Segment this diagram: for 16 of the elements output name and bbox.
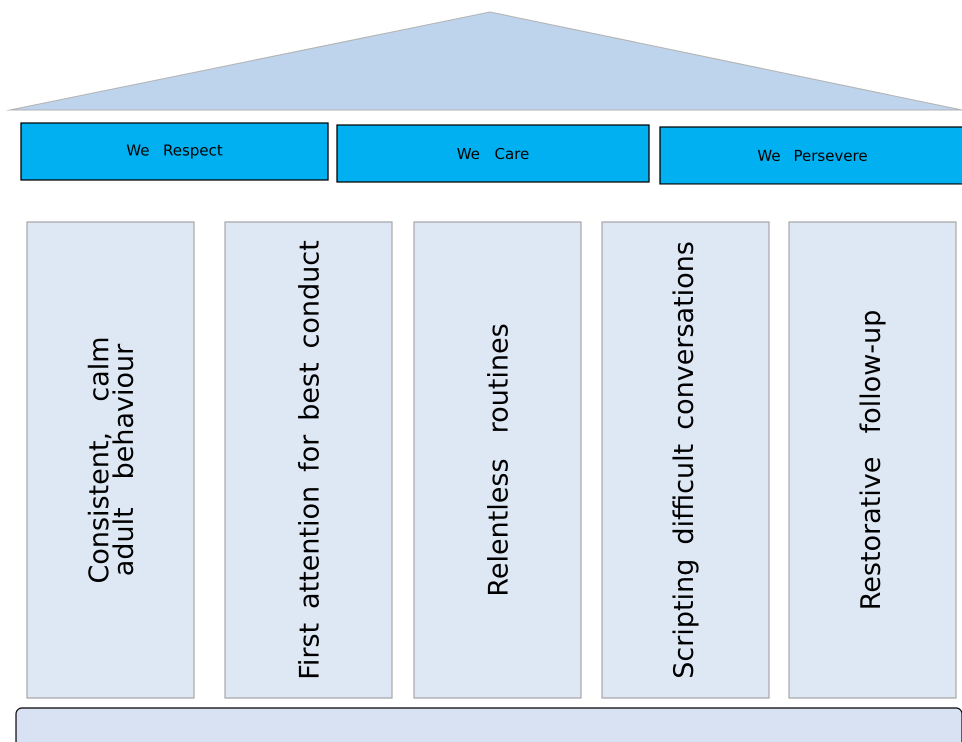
value-box	[659, 126, 962, 185]
pillar-box	[601, 221, 770, 699]
pillar-label: Restorative follow-up	[859, 311, 886, 608]
pillar-label: Relentless routines	[487, 324, 508, 594]
value-box	[336, 124, 650, 183]
box-label: We Respect	[126, 144, 222, 159]
pillar-label: Consistent, calm adult behaviour	[88, 338, 134, 582]
box-label: We Persevere	[758, 150, 867, 162]
value-box	[20, 122, 329, 181]
pillar-box	[26, 221, 195, 699]
pillar-box	[788, 221, 957, 699]
box-label: We Care	[457, 148, 528, 160]
pillar-label: First attention for best conduct	[298, 240, 319, 678]
pillar-box	[413, 221, 582, 699]
pillar-box	[224, 221, 393, 699]
pillar-label: Scripting difficult conversations	[672, 242, 699, 677]
